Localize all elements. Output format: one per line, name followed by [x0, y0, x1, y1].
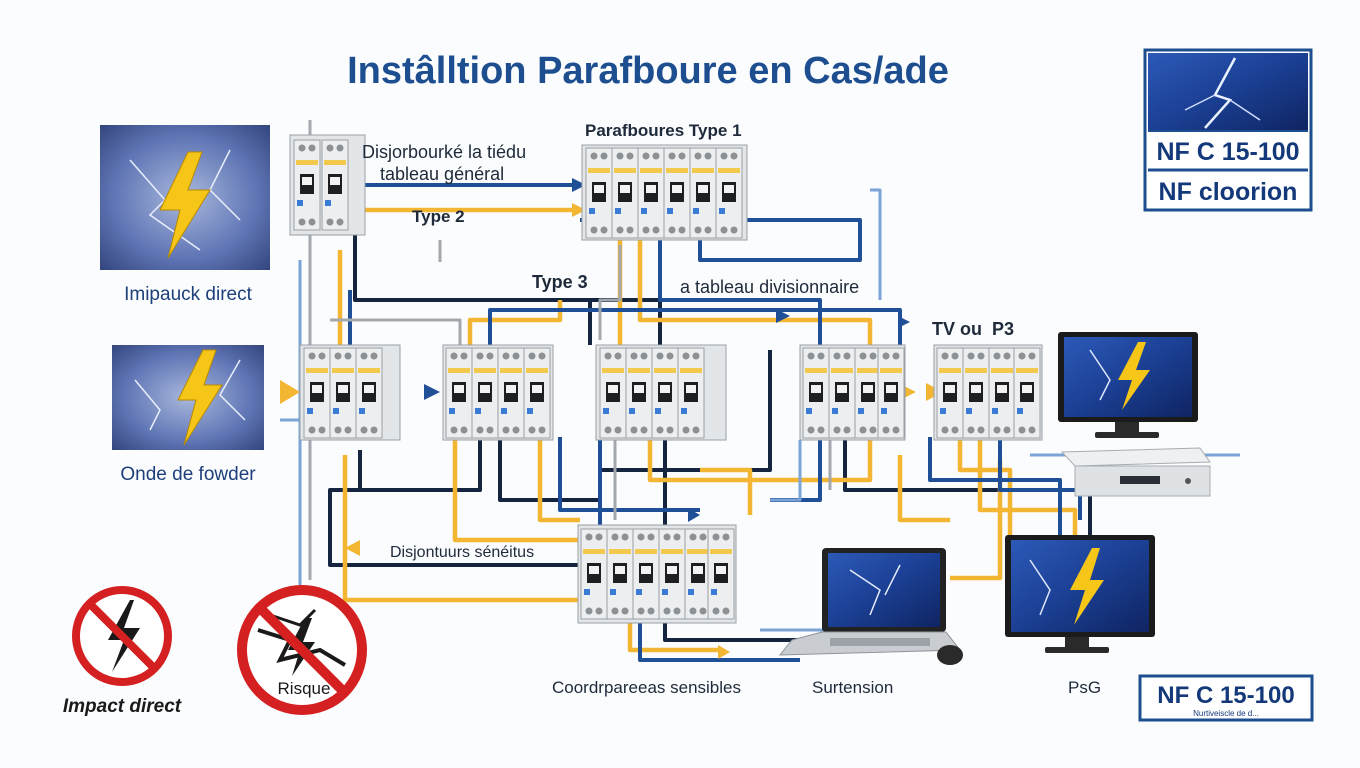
label-bottom-impact: Impact direct	[63, 696, 182, 717]
label-surtension: Surtension	[812, 678, 893, 697]
label-parafoudre-type1: Parafboures Type 1	[585, 121, 742, 140]
monitor-icon	[1005, 535, 1155, 653]
storm-lightning-icon	[100, 125, 270, 270]
label-type3: Type 3	[532, 272, 588, 292]
badge-top-line2: NF cloorion	[1159, 178, 1298, 206]
label-left-impact: Imipauck direct	[124, 284, 252, 305]
label-disjoncteur-line1: Disjorbourké la tiédu	[362, 142, 526, 162]
badge-top-line1: NF C 15-100	[1156, 138, 1299, 166]
badge-bottom-line2: Nurtiveiscle de d...	[1193, 709, 1259, 718]
monitor-icon	[1058, 332, 1198, 438]
storm-lightning-icon	[112, 345, 264, 450]
label-left-onde: Onde de fowder	[120, 464, 256, 485]
breaker-panel-c	[595, 344, 727, 441]
label-bottom-risque: Risque	[278, 679, 331, 698]
badge-nf-c-15-100-top: NF C 15-100 NF cloorion	[1143, 48, 1313, 212]
page-title: Instâlltion Parafboure en Cas/ade	[347, 50, 949, 92]
label-tv-ps: TV ou P3	[932, 319, 1014, 339]
breaker-panel-d	[799, 344, 906, 441]
no-lightning-icon	[72, 586, 172, 686]
label-tableau-divisionnaire: a tableau divisionnaire	[680, 277, 859, 297]
label-appareils-sensibles: Coordrpareeas sensibles	[552, 678, 741, 697]
breaker-panel-main	[289, 134, 366, 236]
breaker-panel-e	[933, 344, 1043, 441]
label-disjoncteur-line2: tableau général	[380, 164, 504, 184]
breaker-panel-a	[299, 344, 401, 441]
label-psg: PsG	[1068, 678, 1101, 697]
badge-nf-c-15-100-bottom: NF C 15-100 Nurtiveiscle de d...	[1138, 674, 1314, 722]
diagram-labels: Instâlltion Parafboure en Cas/ade Disjor…	[63, 50, 1101, 717]
no-lightning-icon	[237, 585, 367, 715]
mouse-icon	[937, 645, 963, 665]
breaker-panel-b	[442, 344, 554, 441]
breaker-panel-type1	[581, 144, 748, 241]
label-type2: Type 2	[412, 207, 465, 226]
laptop-icon	[778, 548, 962, 656]
label-disjoncteurs-sensibles: Disjontuurs sénéitus	[390, 544, 534, 561]
breaker-panel-bottom	[577, 524, 737, 624]
set-top-box-icon	[1060, 447, 1211, 497]
badge-bottom-line1: NF C 15-100	[1157, 682, 1294, 709]
